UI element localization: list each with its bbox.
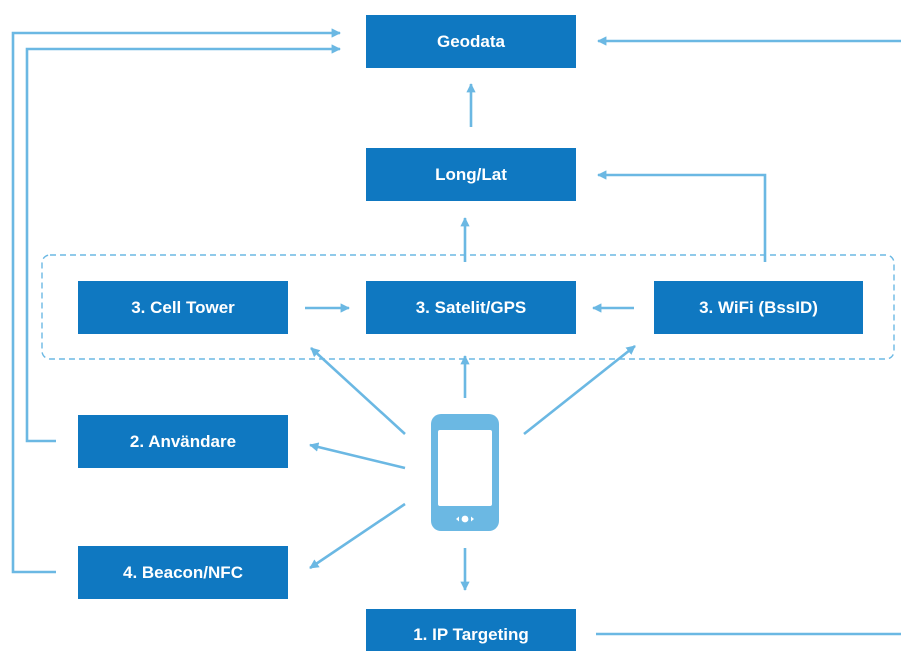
node-ip-targeting: 1. IP Targeting	[366, 609, 576, 651]
node-geodata: Geodata	[366, 15, 576, 68]
smartphone-icon	[431, 414, 499, 531]
node-anvandare: 2. Användare	[78, 415, 288, 468]
edge-phone-to-wifi	[523, 344, 636, 436]
node-wifi: 3. WiFi (BssID)	[654, 281, 863, 334]
node-longlat: Long/Lat	[366, 148, 576, 201]
edge-beacon-to-geodata	[11, 28, 341, 574]
edge-phone-to-cell-tower	[310, 347, 406, 435]
node-cell-tower: 3. Cell Tower	[78, 281, 288, 334]
edge-wifi-to-longlat	[597, 170, 767, 262]
node-satelit-gps: 3. Satelit/GPS	[366, 281, 576, 334]
edge-anvandare-to-geodata	[25, 44, 341, 443]
edge-phone-to-anvandare	[309, 442, 406, 470]
node-beacon-nfc: 4. Beacon/NFC	[78, 546, 288, 599]
sensor-group-frame	[41, 254, 895, 360]
edge-phone-to-beacon	[309, 502, 406, 570]
